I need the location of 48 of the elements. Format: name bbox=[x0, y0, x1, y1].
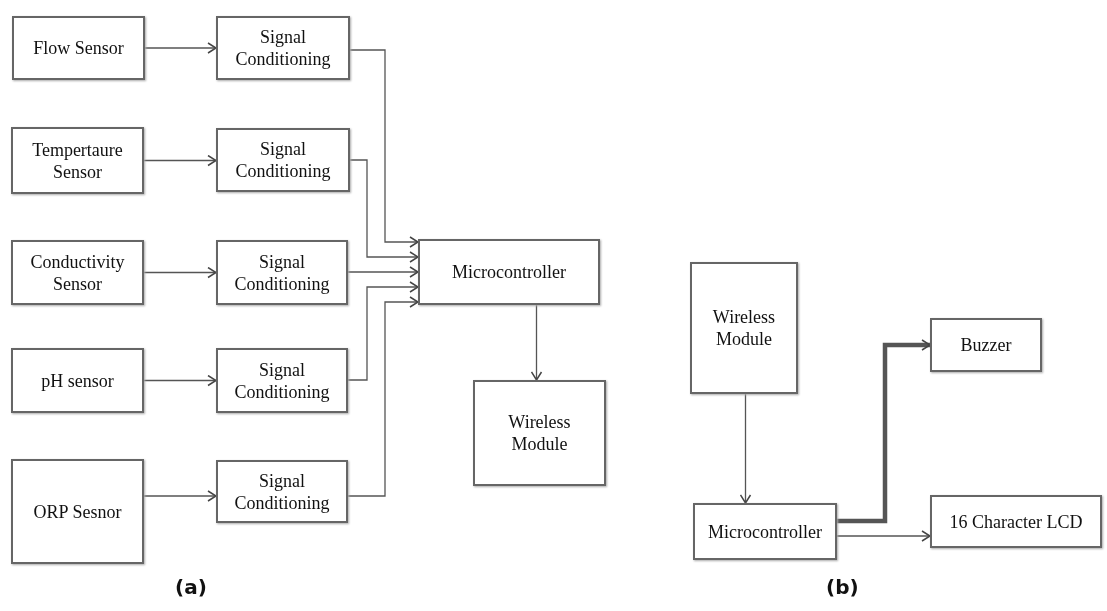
block-label: ORP Sesnor bbox=[33, 500, 122, 523]
block-label: Microcontroller bbox=[452, 261, 566, 283]
block-label: Conductivity Sensor bbox=[29, 250, 126, 295]
block-label: Signal Conditioning bbox=[233, 358, 331, 403]
panel-label: (b) bbox=[826, 574, 859, 601]
block-box bbox=[930, 495, 1102, 548]
block-box bbox=[930, 318, 1042, 372]
block-box bbox=[12, 16, 145, 80]
panel-label: (a) bbox=[175, 574, 207, 601]
block-label: Signal Conditioning bbox=[233, 469, 331, 514]
block-label: Signal Conditioning bbox=[234, 138, 332, 182]
block-box bbox=[216, 460, 348, 523]
arrow bbox=[143, 266, 217, 279]
arrow bbox=[349, 49, 419, 248]
block-label: Wireless Module bbox=[711, 306, 777, 350]
block-box bbox=[11, 348, 144, 413]
arrow bbox=[143, 374, 217, 387]
block-label: 16 Character LCD bbox=[949, 510, 1083, 533]
arrow bbox=[144, 42, 217, 54]
block-label: Wireless Module bbox=[507, 411, 572, 455]
arrow bbox=[530, 304, 543, 381]
arrow bbox=[739, 393, 752, 504]
block-label: Tempertaure Sensor bbox=[31, 138, 124, 183]
block-label: Signal Conditioning bbox=[233, 250, 331, 295]
arrow bbox=[143, 490, 217, 502]
block-box bbox=[216, 128, 350, 192]
block-label: Buzzer bbox=[960, 334, 1012, 356]
arrow bbox=[837, 339, 931, 524]
arrow bbox=[143, 154, 217, 167]
block-label: pH sensor bbox=[41, 369, 114, 392]
block-box bbox=[693, 503, 837, 560]
block-box bbox=[11, 459, 144, 564]
block-box bbox=[418, 239, 600, 305]
block-box bbox=[690, 262, 798, 394]
arrow bbox=[347, 281, 419, 381]
block-box bbox=[216, 16, 350, 80]
arrow bbox=[836, 530, 931, 542]
block-box bbox=[216, 240, 348, 305]
block-box bbox=[11, 127, 144, 194]
block-label: Microcontroller bbox=[708, 520, 822, 543]
block-box bbox=[473, 380, 606, 486]
block-box bbox=[11, 240, 144, 305]
block-label: Signal Conditioning bbox=[234, 26, 332, 70]
arrow bbox=[347, 266, 419, 278]
block-label: Flow Sensor bbox=[33, 37, 124, 59]
arrow bbox=[347, 296, 419, 497]
arrow bbox=[349, 159, 419, 263]
block-box bbox=[216, 348, 348, 413]
